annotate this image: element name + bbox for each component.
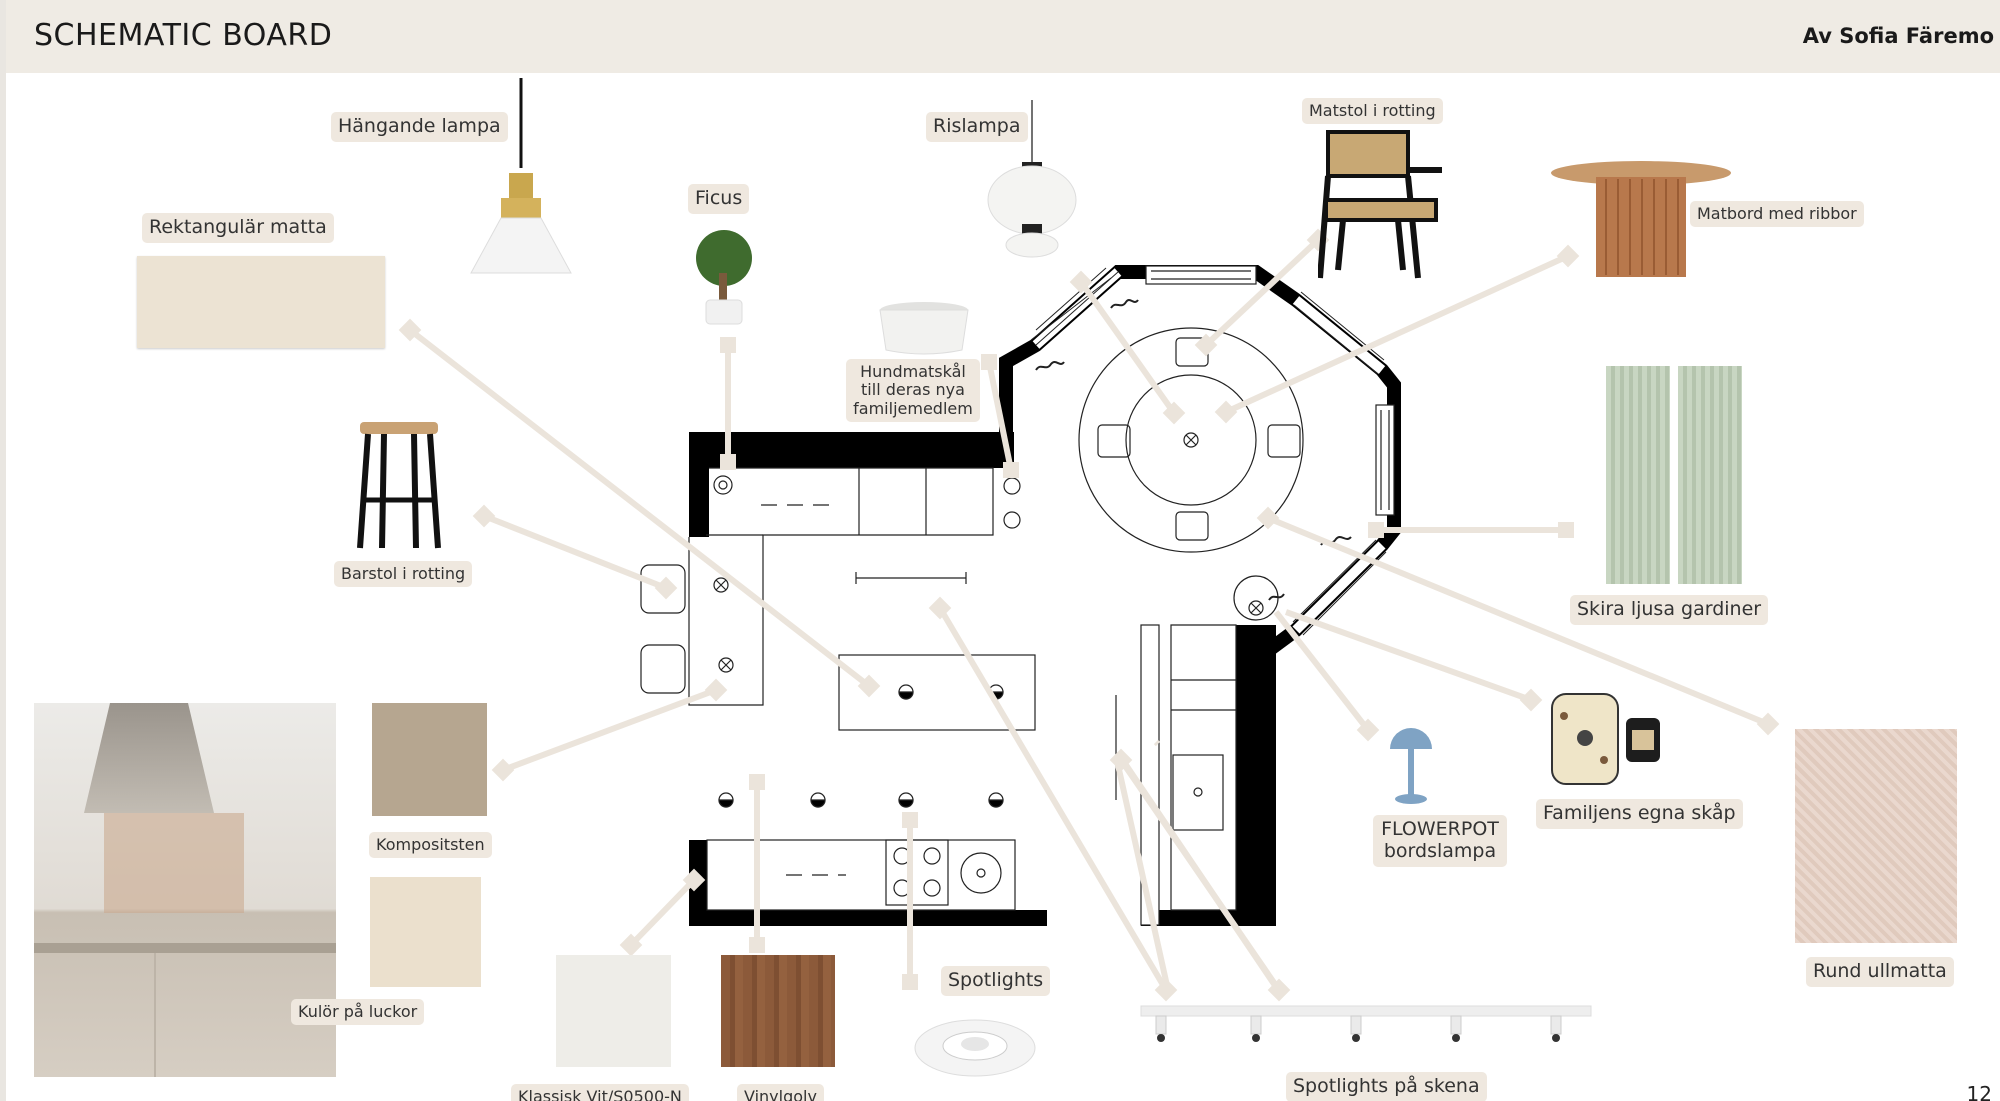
- rect-rug-image: [137, 256, 385, 348]
- track-spotlights-image: [1140, 1005, 1592, 1042]
- family-cabinet-image: [1551, 693, 1660, 785]
- leader-endpoints: [398, 228, 1780, 1002]
- label-spotlights: Spotlights: [941, 966, 1051, 996]
- schematic-board: SCHEMATIC BOARD Av Sofia Färemo: [6, 0, 2000, 1101]
- dog-bowl-image: [879, 302, 969, 355]
- label-composite: Kompositsten: [369, 832, 492, 859]
- dining-table-image: [1551, 161, 1731, 277]
- page-number: 12: [1966, 1082, 1992, 1101]
- label-cabinet: Familjens egna skåp: [1536, 799, 1743, 829]
- label-vinyl: Vinylgolv: [737, 1084, 824, 1101]
- label-rect-rug: Rektangulär matta: [142, 213, 334, 243]
- label-door-color: Kulör på luckor: [291, 999, 425, 1026]
- label-rislampa: Rislampa: [926, 112, 1028, 142]
- spot-row: [718, 792, 1004, 808]
- author-name: Av Sofia Färemo: [1802, 24, 1994, 48]
- round-rug-image: [1795, 729, 1957, 943]
- label-barstool: Barstol i rotting: [334, 561, 473, 588]
- label-round-rug: Rund ullmatta: [1806, 957, 1954, 987]
- header-bar: SCHEMATIC BOARD Av Sofia Färemo: [6, 0, 2000, 73]
- leader-lines: [408, 237, 1770, 993]
- door-color-swatch: [370, 877, 481, 987]
- label-curtains: Skira ljusa gardiner: [1570, 595, 1769, 625]
- ficus-image: [696, 230, 752, 325]
- curtains-image-2: [1678, 366, 1742, 584]
- flowerpot-lamp-image: [1390, 728, 1432, 804]
- floor-plan: [640, 265, 1401, 926]
- label-chair: Matstol i rotting: [1302, 98, 1443, 125]
- label-dog-bowl: Hundmatskål till deras nya familjemedlem: [846, 359, 980, 423]
- spotlight-image: [914, 1019, 1036, 1077]
- label-track-spots: Spotlights på skena: [1286, 1072, 1487, 1101]
- page-title: SCHEMATIC BOARD: [34, 18, 333, 53]
- label-white: Klassisk Vit/S0500-N: [511, 1084, 689, 1101]
- composite-stone-swatch: [372, 703, 487, 816]
- label-ficus: Ficus: [688, 184, 750, 214]
- kitchen-photo: [34, 703, 336, 1077]
- label-hanging-lamp: Hängande lampa: [331, 112, 508, 142]
- vinyl-floor-swatch: [721, 955, 835, 1067]
- hanging-lamp-image: [470, 78, 572, 274]
- white-swatch: [556, 955, 671, 1067]
- floor-plan-and-leaders: [398, 228, 1780, 1002]
- label-flowerpot: FLOWERPOT bordslampa: [1373, 815, 1507, 867]
- dining-chair-image: [1318, 130, 1442, 279]
- curtains-image: [1606, 366, 1670, 584]
- rislampa-image: [987, 100, 1077, 258]
- barstool-image: [357, 422, 441, 549]
- label-table: Matbord med ribbor: [1690, 201, 1864, 228]
